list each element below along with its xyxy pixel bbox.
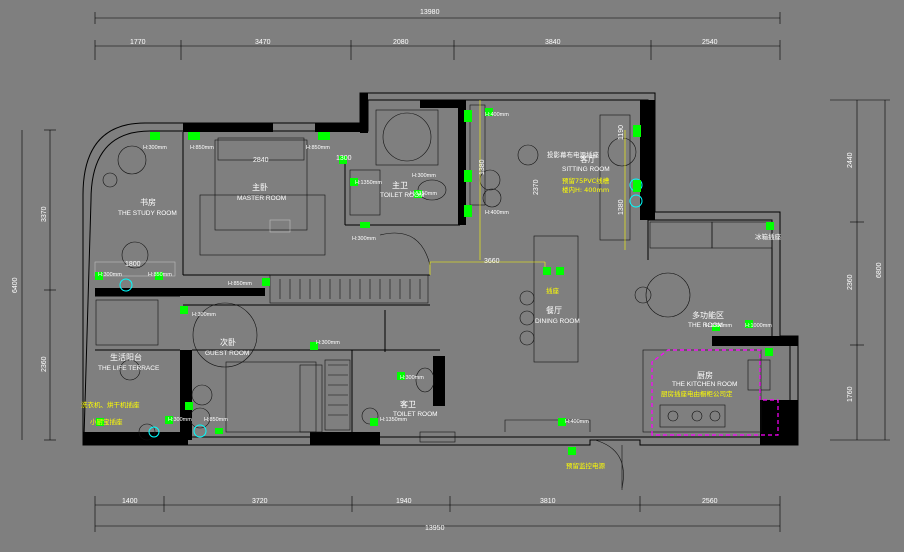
inner-dim-1300: 1300 <box>336 155 352 162</box>
room-guest-zh: 次卧 <box>220 337 236 347</box>
dim-right-3: 1760 <box>847 386 854 402</box>
room-terrace-zh: 生活阳台 <box>110 352 142 362</box>
tag-h850-study: H:850mm <box>148 272 172 278</box>
tag-h1000-multi: H:1000mm <box>745 323 772 329</box>
dim-top-5: 2540 <box>702 39 718 46</box>
dim-right-2: 2360 <box>847 274 854 290</box>
tag-h850-master: H:850mm <box>190 145 214 151</box>
dim-bottom-4: 3810 <box>540 498 556 505</box>
walls <box>82 92 799 446</box>
dim-left-total: 6400 <box>12 277 19 293</box>
dim-top-4: 3840 <box>545 39 561 46</box>
sockets <box>95 108 774 455</box>
dim-bottom-5: 2560 <box>702 498 718 505</box>
note-projector: 投影幕布电源插座 <box>547 150 600 159</box>
dim-top-total: 13980 <box>420 9 440 16</box>
tag-h850-wardrobe: H:850mm <box>228 281 252 287</box>
cyan-outlets <box>119 178 643 438</box>
room-master-toilet-en: TOILET ROOM <box>380 192 425 199</box>
room-sitting-en: SITTING ROOM <box>562 166 610 173</box>
note-pvc-height: 楼内H: 400mm <box>562 185 609 194</box>
annotations: 投影幕布电源插座 预留75PVC线槽 楼内H: 400mm 冰箱插座 插座 厨房… <box>81 150 782 470</box>
dim-top-3: 2080 <box>393 39 409 46</box>
room-terrace-en: THE LIFE TERRACE <box>98 365 160 372</box>
room-master-zh: 主卧 <box>252 182 268 192</box>
inner-dimensions: 1800 2840 3660 2370 1380 1190 1380 1300 <box>125 125 625 268</box>
dim-bottom-2: 3720 <box>252 498 268 505</box>
room-dining-en: DINING ROOM <box>535 318 580 325</box>
room-dining-zh: 餐厅 <box>546 306 562 315</box>
note-pvc: 预留75PVC线槽 <box>562 176 610 185</box>
tag-h850-terrace: H:850mm <box>204 417 228 423</box>
inner-dim-1380b: 1380 <box>618 199 625 215</box>
room-sitting-zh: 客厅 <box>580 154 596 164</box>
dim-right-1: 2440 <box>847 152 854 168</box>
dim-top-1: 1770 <box>130 39 146 46</box>
dim-top-2: 3470 <box>255 39 271 46</box>
furniture <box>94 104 773 490</box>
tag-h300-guest-2: H:300mm <box>316 340 340 346</box>
kitchen-appliance-zone <box>651 349 779 436</box>
height-tags: H:300mm H:850mm H:850mm H:1350mm H:1350m… <box>98 112 772 425</box>
room-guest-toilet-zh: 客卫 <box>400 399 416 409</box>
tag-h1350-toilet: H:1350mm <box>355 180 382 186</box>
room-guest-en: GUEST ROOM <box>205 350 249 357</box>
tag-h1300-multi: H:1300mm <box>705 323 732 329</box>
room-master-toilet-zh: 主卫 <box>392 180 408 190</box>
note-small-kitchen: 小厨宝插座 <box>90 417 123 426</box>
tag-h400-entry: H:400mm <box>565 419 589 425</box>
note-washer: 洗衣机、烘干机插座 <box>81 400 140 409</box>
room-multi-en: THE ROOM <box>688 322 723 329</box>
dimension-lines <box>21 12 890 532</box>
note-doorbell: 预留监控电源 <box>566 461 606 470</box>
tag-h300-terrace: H:300mm <box>168 417 192 423</box>
tag-h400-sitting-2: H:400mm <box>485 210 509 216</box>
tag-h300-toilet: H:300mm <box>412 173 436 179</box>
tag-h300-master-b: H:300mm <box>352 236 376 242</box>
wardrobe-hangers <box>279 279 421 299</box>
inner-dim-2840: 2840 <box>253 157 269 164</box>
inner-dim-2370: 2370 <box>533 179 540 195</box>
dim-bottom-1: 1400 <box>122 498 138 505</box>
inner-dim-1380: 1380 <box>479 159 486 175</box>
tag-h1350-guest-toilet: H:1350mm <box>380 417 407 423</box>
tag-h300-guest: H:300mm <box>192 312 216 318</box>
room-multi-zh: 多功能区 <box>692 310 724 320</box>
room-guest-toilet-en: TOILET ROOM <box>393 411 438 418</box>
room-labels: 书房 THE STUDY ROOM 主卧 MASTER ROOM 主卫 TOIL… <box>98 154 737 418</box>
tag-h300-study-2: H:300mm <box>98 272 122 278</box>
tag-h400-sitting: H:400mm <box>485 112 509 118</box>
note-island: 插座 <box>546 286 560 295</box>
dim-right-total: 6800 <box>876 262 883 278</box>
room-study-en: THE STUDY ROOM <box>118 210 177 217</box>
note-kitchen-appliance: 厨房插座电由橱柜公司定 <box>661 389 733 398</box>
inner-dim-3660: 3660 <box>484 258 500 265</box>
guest-toilet-grille <box>328 364 348 416</box>
dim-bottom-3: 1940 <box>396 498 412 505</box>
room-kitchen-en: THE KITCHEN ROOM <box>672 381 737 388</box>
room-master-en: MASTER ROOM <box>237 195 286 202</box>
dim-left-1: 3370 <box>41 206 48 222</box>
dim-bottom-total: 13950 <box>425 525 445 532</box>
room-study-zh: 书房 <box>140 197 156 207</box>
room-kitchen-zh: 厨房 <box>697 370 713 380</box>
note-fridge: 冰箱插座 <box>755 232 782 241</box>
inner-dim-1800: 1800 <box>125 261 141 268</box>
dim-left-2: 2360 <box>41 356 48 372</box>
tag-h850-master-2: H:850mm <box>306 145 330 151</box>
inner-dim-1190: 1190 <box>618 125 625 140</box>
tag-h300-guest-toilet: H:300mm <box>400 375 424 381</box>
tag-h1350-toilet-2: H:1350mm <box>410 191 437 197</box>
tag-h300-study: H:300mm <box>143 145 167 151</box>
